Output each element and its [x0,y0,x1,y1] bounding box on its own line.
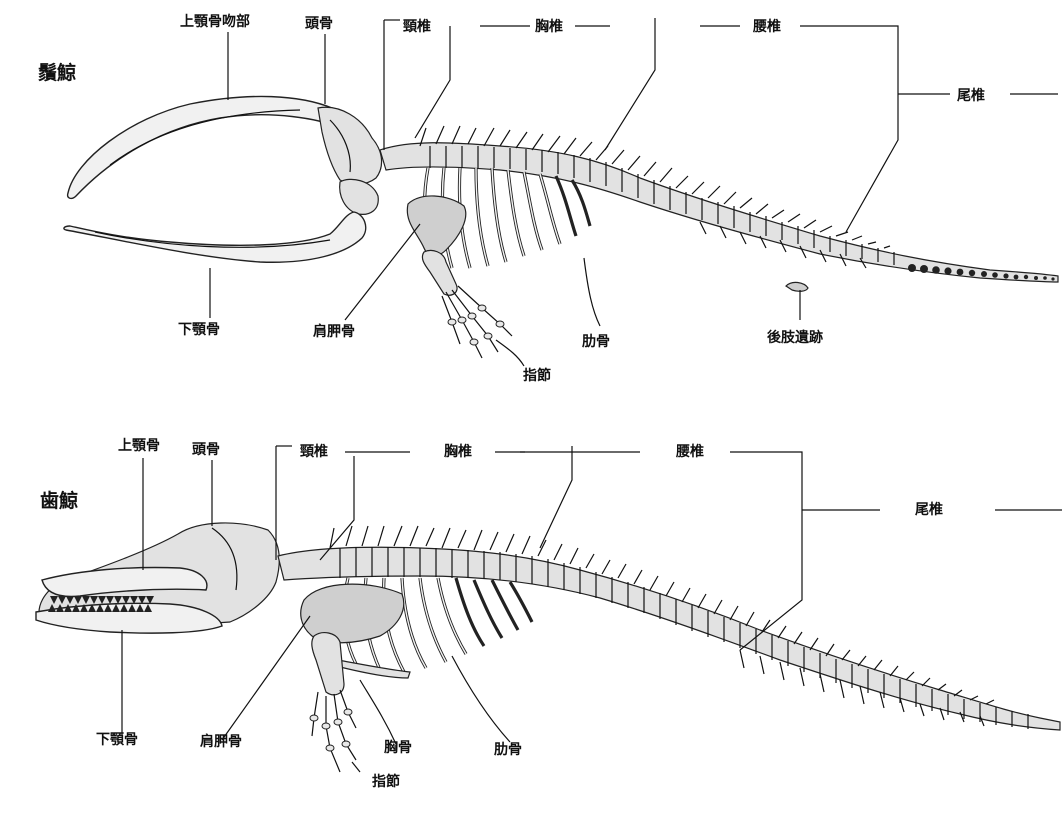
label-toothed-upper-jaw: 上顎骨 [118,438,160,454]
label-toothed-lumbar: 腰椎 [676,444,704,460]
label-toothed-skull: 頭骨 [192,442,220,458]
baleen-jaw-joint [340,179,379,214]
label-baleen-lower-jaw: 下顎骨 [178,322,220,338]
toothed-phalanx-beads [310,709,352,751]
baleen-skull [318,107,382,184]
baleen-upper-jaw [68,96,348,198]
label-baleen-upper-jaw-snout: 上顎骨吻部 [180,14,250,30]
label-baleen-hind-limb-vestige: 後肢遺跡 [767,330,823,346]
baleen-hind-limb-vestige [786,282,808,291]
baleen-spine-body [380,143,1058,282]
toothed-lower-jaw [36,603,222,633]
toothed-spine-body [278,547,1060,730]
toothed-flipper-digits [312,690,356,772]
label-baleen-skull: 頭骨 [305,16,333,32]
label-toothed-sternum: 胸骨 [384,740,412,756]
label-toothed-phalanges: 指節 [372,774,400,790]
baleen-lower-jaw [64,212,366,262]
toothed-whale-title: 歯鯨 [40,490,78,512]
toothed-flipper-arm [312,633,344,695]
label-baleen-ribs: 肋骨 [582,334,610,350]
label-toothed-cervical: 頸椎 [300,444,328,460]
baleen-flipper-arm [422,250,457,295]
label-toothed-caudal: 尾椎 [915,502,943,518]
label-toothed-ribs: 肋骨 [494,742,522,758]
label-toothed-scapula: 肩胛骨 [200,734,242,750]
baleen-whale-skeleton [64,18,1058,366]
label-toothed-lower-jaw: 下顎骨 [96,732,138,748]
toothed-leader-lines [122,446,1062,772]
baleen-scapula [407,196,465,256]
label-baleen-thoracic: 胸椎 [535,19,563,35]
baleen-whale-title: 鬚鯨 [38,62,76,84]
label-baleen-phalanges: 指節 [523,368,551,384]
label-toothed-thoracic: 胸椎 [444,444,472,460]
label-baleen-lumbar: 腰椎 [753,19,781,35]
label-baleen-cervical: 頸椎 [403,19,431,35]
label-baleen-caudal: 尾椎 [957,88,985,104]
label-baleen-scapula: 肩胛骨 [313,324,355,340]
toothed-whale-skeleton [36,446,1062,772]
